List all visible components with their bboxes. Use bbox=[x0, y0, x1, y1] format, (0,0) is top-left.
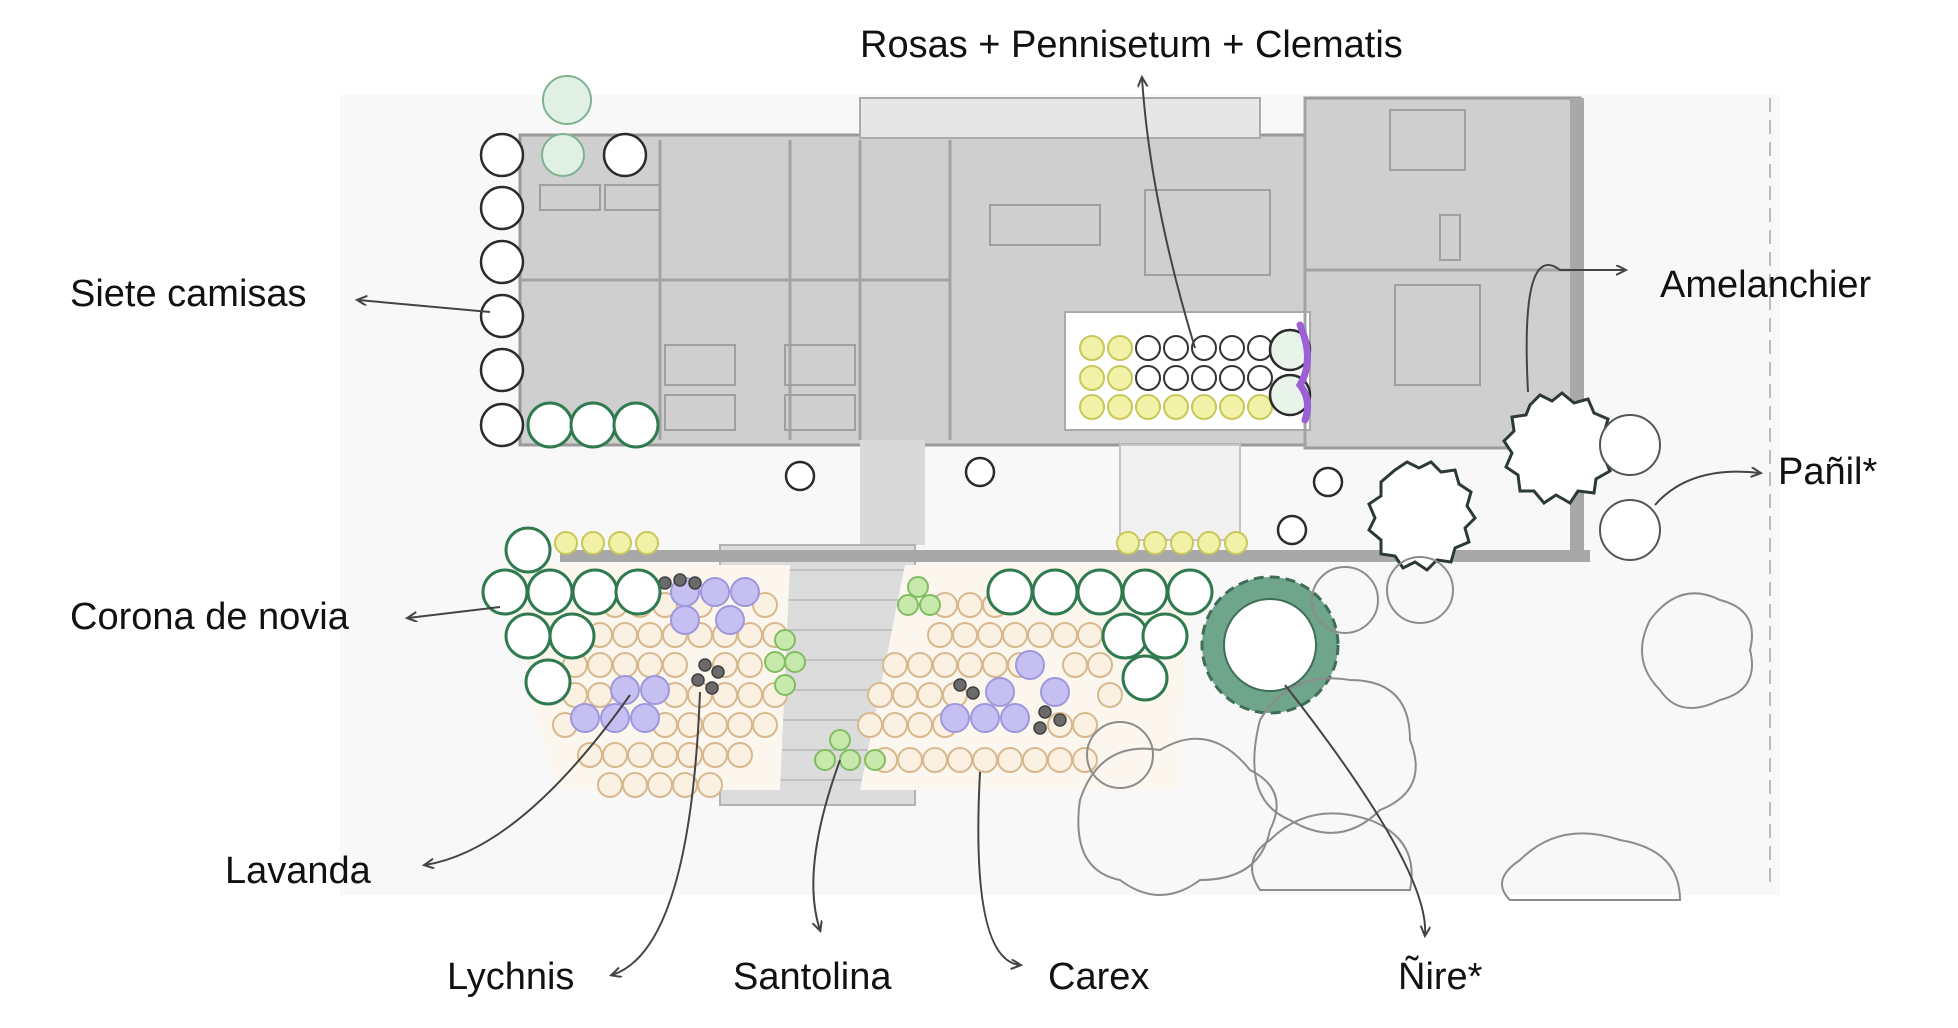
panil-trees bbox=[1599, 414, 1661, 561]
green-dotted-shrubs bbox=[541, 75, 592, 177]
existing-trees bbox=[1077, 556, 1753, 901]
clematis-vine bbox=[1295, 321, 1312, 424]
amelanchier-trees bbox=[1367, 391, 1616, 572]
siete-camisas-shrubs bbox=[479, 132, 1344, 546]
label-leaders bbox=[358, 78, 1760, 975]
label-siete-camisas: Siete camisas bbox=[70, 273, 307, 315]
rosas-pennisetum-clematis-bed bbox=[554, 321, 1312, 555]
corona-de-novia-shrubs bbox=[481, 401, 1214, 706]
label-lychnis: Lychnis bbox=[447, 956, 575, 998]
label-amelanchier: Amelanchier bbox=[1660, 264, 1872, 306]
lavanda-plants bbox=[570, 577, 1070, 733]
label-carex: Carex bbox=[1048, 956, 1150, 998]
carex-plants-right bbox=[857, 592, 1123, 773]
nire-tree bbox=[1200, 575, 1340, 715]
label-lavanda: Lavanda bbox=[225, 850, 371, 892]
label-rosas-pennisetum-clematis: Rosas + Pennisetum + Clematis bbox=[860, 24, 1403, 66]
santolina-plants bbox=[764, 576, 941, 771]
label-nire: Ñire* bbox=[1398, 956, 1483, 998]
label-corona-de-novia: Corona de novia bbox=[70, 596, 349, 638]
label-santolina: Santolina bbox=[733, 956, 892, 998]
label-panil: Pañil* bbox=[1778, 451, 1878, 493]
lychnis-plants bbox=[658, 573, 1067, 735]
